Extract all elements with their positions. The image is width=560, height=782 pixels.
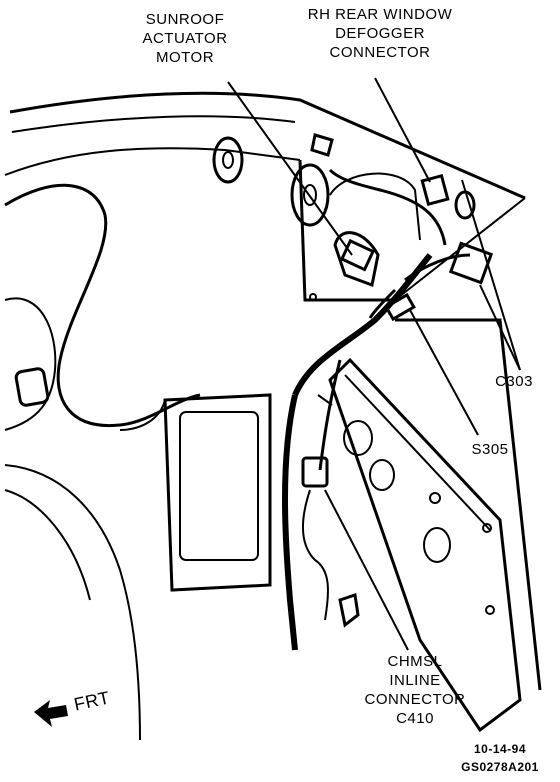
defogger-connector (420, 173, 450, 207)
pocket-hole-4 (429, 492, 441, 504)
pocket-panel-inner (344, 374, 491, 531)
harness-to-c410 (318, 359, 342, 471)
inner-panel-window (179, 411, 259, 561)
label-chmsl-connector: CHMSL INLINE CONNECTOR C410 (364, 653, 466, 727)
harness-upper (292, 253, 433, 397)
harness-lower-wire (302, 489, 329, 621)
harness-branch-s305 (368, 288, 397, 319)
leader-c410 (324, 489, 409, 651)
shelf-hole-4 (309, 293, 317, 301)
shelf-to-body (395, 318, 542, 691)
pocket-panel (328, 357, 522, 733)
c303-connector (448, 241, 494, 285)
shelf-hole-2 (290, 163, 330, 227)
label-date: 10-14-94 (473, 742, 527, 756)
wire-clip-top (310, 133, 334, 157)
pocket-hole-5 (482, 523, 492, 533)
quarter-lower-curve (4, 464, 141, 741)
motor-connector (339, 238, 376, 272)
shelf-hole-3 (454, 190, 476, 220)
side-vent-opening (14, 367, 50, 407)
pocket-hole-2 (369, 459, 395, 491)
quarter-panel-inner (4, 297, 57, 431)
label-defogger-connector: RH REAR WINDOW DEFOGGER CONNECTOR (307, 6, 453, 61)
harness-main (282, 394, 298, 651)
quarter-panel-outline (4, 183, 201, 428)
shelf-panel-edge (298, 159, 395, 302)
wheelhouse-edge (119, 399, 166, 431)
shelf-hole-2-inner (303, 184, 317, 206)
trunk-lid-inner-edge (11, 115, 296, 133)
shelf-hole-1-inner (222, 151, 234, 169)
leader-c303-a (461, 179, 521, 371)
label-c303: C303 (495, 373, 533, 390)
c410-connector (301, 456, 329, 488)
pocket-hole-3 (423, 527, 451, 563)
s305-splice (384, 292, 416, 322)
harness-branch-motor (328, 168, 447, 246)
inner-panel-outline (163, 393, 272, 592)
clip-harness-mid (317, 394, 333, 406)
label-s305: S305 (471, 441, 509, 458)
trunk-panel-top (4, 147, 301, 176)
harness-branch-c303 (404, 253, 471, 282)
leader-defogger (374, 77, 431, 183)
leader-c303-b (479, 284, 521, 371)
quarter-lower-curve-2 (4, 489, 91, 601)
label-figure-id: GS0278A201 (461, 760, 539, 774)
leader-sunroof (227, 81, 353, 256)
front-arrow-shape (34, 700, 68, 727)
pocket-hole-1 (343, 420, 373, 456)
trunk-lid-top-edge (9, 91, 526, 200)
shelf-hole-1 (212, 136, 244, 184)
label-sunroof-actuator-motor: SUNROOF ACTUATOR MOTOR (142, 11, 228, 66)
motor-bracket (329, 172, 421, 241)
leader-s305 (409, 309, 479, 436)
lower-clip (338, 593, 360, 628)
pocket-hole-6 (485, 605, 495, 615)
